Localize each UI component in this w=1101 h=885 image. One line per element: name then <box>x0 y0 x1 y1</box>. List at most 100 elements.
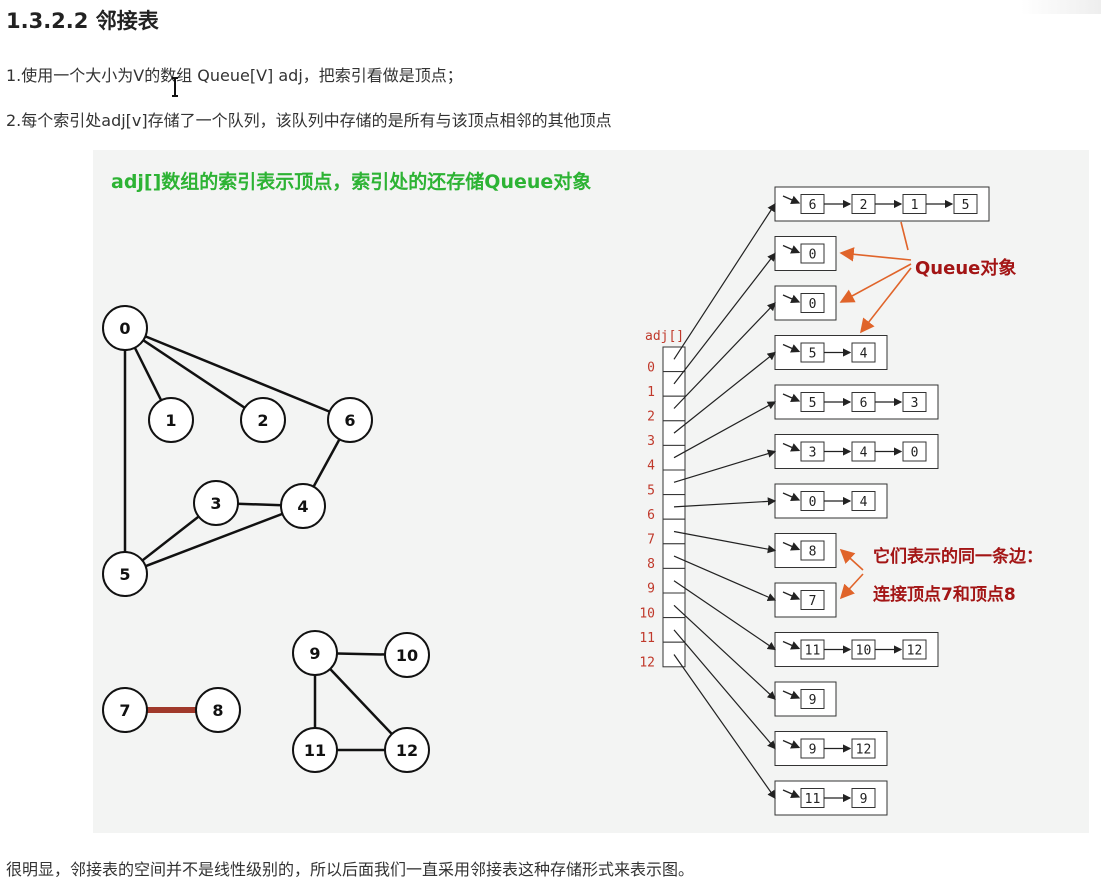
queue-node-value-5-0: 3 <box>809 446 817 461</box>
queue-node-value-9-0: 11 <box>805 644 821 659</box>
adj-array-cell-8 <box>662 543 686 569</box>
queue-head-arrow-9 <box>782 640 801 650</box>
edge-annotation-arrow-0 <box>839 548 864 571</box>
queue-head-arrow-8 <box>782 591 801 601</box>
top-right-edge <box>1021 0 1101 14</box>
queue-annotation-arrow-2 <box>860 267 912 334</box>
graph-node-label-6: 6 <box>344 411 355 430</box>
graph-edge-0-6 <box>124 326 351 422</box>
graph-node-label-1: 1 <box>165 411 176 430</box>
queue-head-arrow-4 <box>782 393 801 403</box>
graph-edge-4-5 <box>124 504 304 576</box>
queue-node-2-0 <box>800 293 825 313</box>
queue-node-value-5-2: 0 <box>911 446 919 461</box>
adj-array-index-0: 0 <box>647 360 655 375</box>
graph-node-6 <box>327 397 373 443</box>
adj-array-index-8: 8 <box>647 557 655 572</box>
graph-node-label-4: 4 <box>297 497 308 516</box>
queue-node-3-1 <box>851 342 876 363</box>
queue-annotation-arrow-1 <box>839 263 912 303</box>
queue-node-value-7-0: 8 <box>809 545 817 560</box>
queue-node-9-2 <box>902 639 927 660</box>
queue-node-value-4-1: 6 <box>860 396 868 411</box>
queue-head-arrow-11 <box>782 739 801 749</box>
queue-head-arrow-12 <box>782 789 801 799</box>
queue-head-arrow-5 <box>782 442 801 452</box>
adj-array-index-10: 10 <box>639 606 655 621</box>
adj-array-index-6: 6 <box>647 508 655 523</box>
queue-head-arrow-1 <box>782 244 801 254</box>
queue-object-annotation: Queue对象 <box>915 257 1016 279</box>
queue-node-0-3 <box>953 194 978 214</box>
queue-object-7 <box>774 533 837 568</box>
queue-node-value-3-0: 5 <box>809 347 817 362</box>
queue-node-7-0 <box>800 540 825 561</box>
adj-pointer-12 <box>673 654 776 799</box>
queue-head-arrow-7 <box>782 541 801 551</box>
adj-array-index-5: 5 <box>647 483 655 498</box>
graph-node-label-10: 10 <box>396 646 418 665</box>
graph-node-10 <box>384 632 430 678</box>
edge-annotation-arrow-1 <box>839 573 864 600</box>
graph-node-label-8: 8 <box>212 701 223 720</box>
adj-pointer-10 <box>673 604 776 700</box>
graph-edge-0-2 <box>124 326 264 422</box>
queue-node-value-0-1: 2 <box>860 198 868 213</box>
queue-node-12-1 <box>851 788 876 808</box>
edge-annotation-line-2: 连接顶点7和顶点8 <box>873 584 1016 605</box>
section-heading: 1.3.2.2 邻接表 <box>6 9 159 33</box>
queue-node-value-6-0: 0 <box>809 495 817 510</box>
queue-node-value-4-0: 5 <box>809 396 817 411</box>
queue-node-8-0 <box>800 590 825 610</box>
queue-node-11-1 <box>851 738 876 759</box>
adj-pointer-4 <box>673 401 777 459</box>
queue-head-arrow-3 <box>782 343 801 353</box>
queue-node-value-11-0: 9 <box>809 743 817 758</box>
adj-array-index-9: 9 <box>647 582 655 597</box>
adj-pointer-6 <box>673 497 777 508</box>
queue-node-value-1-0: 0 <box>809 248 817 263</box>
graph-node-7 <box>102 687 148 733</box>
graph-node-9 <box>292 630 338 676</box>
queue-node-6-1 <box>851 491 876 511</box>
graph-node-0 <box>102 305 148 351</box>
graph-node-label-12: 12 <box>396 741 418 760</box>
queue-node-4-2 <box>902 392 927 412</box>
adj-pointer-3 <box>673 351 776 434</box>
adj-array-index-12: 12 <box>639 656 655 671</box>
graph-node-label-3: 3 <box>210 494 221 513</box>
adj-array-index-7: 7 <box>647 533 655 548</box>
adj-pointer-11 <box>673 629 776 750</box>
graph-node-2 <box>240 397 286 443</box>
graph-node-4 <box>280 483 326 529</box>
text-cursor-icon <box>172 77 178 97</box>
graph-node-label-2: 2 <box>257 411 268 430</box>
adj-array-index-11: 11 <box>639 631 655 646</box>
paragraph-1: 1.使用一个大小为V的数组 Queue[V] adj，把索引看做是顶点； <box>6 66 463 85</box>
queue-node-value-10-0: 9 <box>809 693 817 708</box>
graph-node-8 <box>195 687 241 733</box>
graph-node-12 <box>384 727 430 773</box>
adj-pointer-1 <box>673 252 776 385</box>
queue-head-arrow-10 <box>782 690 801 700</box>
queue-head-arrow-2 <box>782 294 801 304</box>
adj-array-label: adj[] <box>645 329 684 344</box>
graph-node-label-7: 7 <box>119 701 130 720</box>
queue-node-value-11-1: 12 <box>856 743 872 758</box>
graph-node-label-9: 9 <box>309 644 320 663</box>
queue-node-1-0 <box>800 243 825 264</box>
edge-annotation-line-1: 它们表示的同一条边： <box>873 546 1043 567</box>
figure-caption: adj[]数组的索引表示顶点，索引处的还存储Queue对象 <box>111 170 591 193</box>
queue-annotation-arrow-0 <box>839 247 912 262</box>
adj-array-index-4: 4 <box>647 459 655 474</box>
adj-array-index-2: 2 <box>647 410 655 425</box>
queue-node-value-12-1: 9 <box>860 792 868 807</box>
queue-node-value-5-1: 4 <box>860 446 868 461</box>
adj-pointer-9 <box>673 580 776 651</box>
adj-array-index-1: 1 <box>647 385 655 400</box>
queue-node-value-8-0: 7 <box>809 594 817 609</box>
queue-node-value-0-3: 5 <box>962 198 970 213</box>
paragraph-3: 很明显，邻接表的空间并不是线性级别的，所以后面我们一直采用邻接表这种存储形式来表… <box>6 860 695 879</box>
